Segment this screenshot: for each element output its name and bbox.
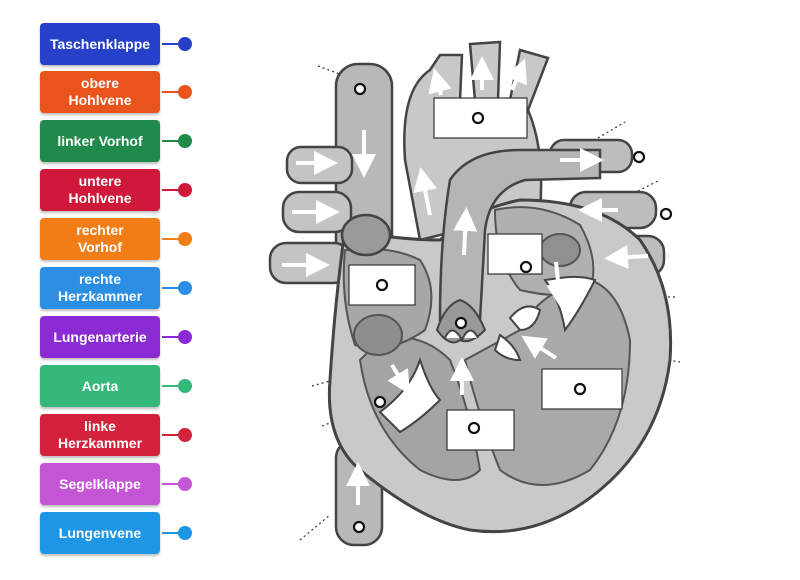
label-text: Aorta xyxy=(81,377,119,394)
connector-dot[interactable] xyxy=(178,428,192,442)
connector-line xyxy=(162,287,186,289)
label-obere-hohlvene[interactable]: obere Hohlvene xyxy=(40,71,192,113)
label-text: Segelklappe xyxy=(59,475,141,492)
label-text: obere Hohlvene xyxy=(68,75,132,108)
target-point[interactable] xyxy=(454,316,468,330)
drop-boxes xyxy=(348,97,623,451)
label-text: linker Vorhof xyxy=(57,132,143,149)
connector-line xyxy=(162,189,186,191)
connector-dot[interactable] xyxy=(178,281,192,295)
label-untere-hohlvene[interactable]: untere Hohlvene xyxy=(40,169,192,211)
label-text: Lungenvene xyxy=(58,524,142,541)
label-lungenarterie[interactable]: Lungenarterie xyxy=(40,316,192,358)
label-text: rechter Vorhof xyxy=(76,222,124,255)
label-text: rechte Herzkammer xyxy=(57,271,143,304)
connector-dot[interactable] xyxy=(178,477,192,491)
label-text: untere Hohlvene xyxy=(68,173,132,206)
target-point[interactable] xyxy=(352,520,366,534)
label-lungenvene[interactable]: Lungenvene xyxy=(40,512,192,554)
connector-line xyxy=(162,434,186,436)
connector-dot[interactable] xyxy=(178,232,192,246)
target-point[interactable] xyxy=(632,150,646,164)
label-linker-vorhof[interactable]: linker Vorhof xyxy=(40,120,192,162)
label-text: linke Herzkammer xyxy=(57,418,143,451)
label-segelklappe[interactable]: Segelklappe xyxy=(40,463,192,505)
valves xyxy=(378,275,597,434)
connector-line xyxy=(162,140,186,142)
connector-line xyxy=(162,532,186,534)
connector-dot[interactable] xyxy=(178,183,192,197)
connector-dot[interactable] xyxy=(178,134,192,148)
drop-box[interactable] xyxy=(446,409,515,451)
label-aorta[interactable]: Aorta xyxy=(40,365,192,407)
label-text: Lungenarterie xyxy=(53,328,147,345)
connector-line xyxy=(162,43,186,45)
connector-line xyxy=(162,91,186,93)
connector-dot[interactable] xyxy=(178,379,192,393)
label-taschenklappe[interactable]: Taschenklappe xyxy=(40,23,192,65)
target-point[interactable] xyxy=(373,395,387,409)
target-point[interactable] xyxy=(471,111,485,125)
target-point[interactable] xyxy=(375,278,389,292)
connector-line xyxy=(162,336,186,338)
connector-dot[interactable] xyxy=(178,37,192,51)
label-palette: Taschenklappe obere Hohlvene linker Vorh… xyxy=(0,0,200,580)
connector-dot[interactable] xyxy=(178,526,192,540)
connector-line xyxy=(162,238,186,240)
target-points xyxy=(352,82,673,534)
connector-line xyxy=(162,385,186,387)
label-linke-herzkammer[interactable]: linke Herzkammer xyxy=(40,414,192,456)
connector-line xyxy=(162,483,186,485)
connector-dot[interactable] xyxy=(178,330,192,344)
target-point[interactable] xyxy=(353,82,367,96)
target-point[interactable] xyxy=(519,260,533,274)
pulmonary-vein-opening xyxy=(539,233,581,267)
target-point[interactable] xyxy=(467,421,481,435)
tricuspid-opening xyxy=(353,314,403,356)
target-point[interactable] xyxy=(573,382,587,396)
label-rechter-vorhof[interactable]: rechter Vorhof xyxy=(40,218,192,260)
pulmonary-trunk xyxy=(438,148,602,322)
target-point[interactable] xyxy=(659,207,673,221)
connector-dot[interactable] xyxy=(178,85,192,99)
flow-arrows xyxy=(282,56,649,505)
drop-box[interactable] xyxy=(487,233,543,275)
svc-opening xyxy=(340,213,392,257)
label-rechte-herzkammer[interactable]: rechte Herzkammer xyxy=(40,267,192,309)
label-text: Taschenklappe xyxy=(49,35,151,52)
